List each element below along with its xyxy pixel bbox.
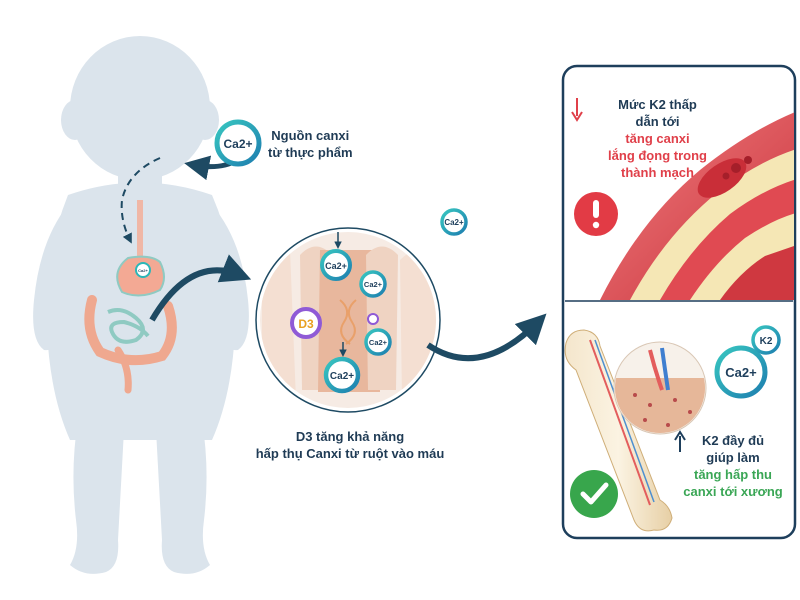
small-d3-dot	[367, 313, 379, 325]
exclamation-icon	[574, 192, 618, 236]
svg-text:Ca2+: Ca2+	[444, 218, 464, 227]
food-badge-text: Ca2+	[223, 137, 252, 151]
digestive-system	[84, 200, 177, 394]
dashed-path	[120, 157, 161, 244]
svg-text:Ca2+: Ca2+	[330, 371, 354, 382]
arrow-down-icon	[571, 98, 583, 122]
svg-text:K2: K2	[760, 336, 773, 347]
arrow-up-icon	[674, 430, 686, 452]
bone-calcium-badge: Ca2+	[714, 345, 768, 399]
k2-badge: K2	[751, 325, 781, 355]
svg-text:D3: D3	[298, 317, 314, 331]
intestine-calcium-badge: Ca2+	[359, 270, 387, 298]
d3-caption: D3 tăng khả năng hấp thụ Canxi từ ruột v…	[255, 429, 445, 461]
checkmark-icon	[570, 470, 618, 518]
k2-ok-text: K2 đầy đủ giúp làm tăng hấp thu canxi tớ…	[683, 433, 783, 499]
intestine-calcium-badge: Ca2+	[323, 356, 361, 394]
intestine-calcium-badge: Ca2+	[320, 249, 352, 281]
k2-low-text: Mức K2 thấp dẫn tới tăng canxi lắng đọng…	[608, 97, 707, 180]
baby-silhouette	[33, 36, 249, 574]
svg-text:Ca2+: Ca2+	[138, 268, 148, 273]
vitamin-d3-badge: D3	[290, 307, 322, 339]
svg-text:Ca2+: Ca2+	[725, 365, 757, 380]
food-calcium-badge: Ca2+	[214, 119, 262, 167]
intestine-calcium-badge: Ca2+	[364, 328, 392, 356]
svg-text:Ca2+: Ca2+	[369, 338, 388, 347]
food-source-label: Nguồn canxi từ thực phẩm	[268, 128, 353, 160]
intestine-section: D3 Ca2+ Ca2+ Ca2+ Ca2+	[255, 227, 441, 413]
svg-text:Ca2+: Ca2+	[325, 261, 347, 271]
loose-calcium-badge: Ca2+	[440, 208, 468, 236]
svg-text:Ca2+: Ca2+	[364, 280, 383, 289]
gut-calcium-badge: Ca2+	[135, 262, 151, 278]
bone-illustration	[564, 329, 673, 532]
gut-to-intestine-arrow	[149, 254, 252, 322]
outcome-panel: Ca2+ K2	[561, 64, 797, 540]
blood-vessel	[600, 110, 794, 300]
intestine-to-panel-arrow	[426, 313, 547, 362]
